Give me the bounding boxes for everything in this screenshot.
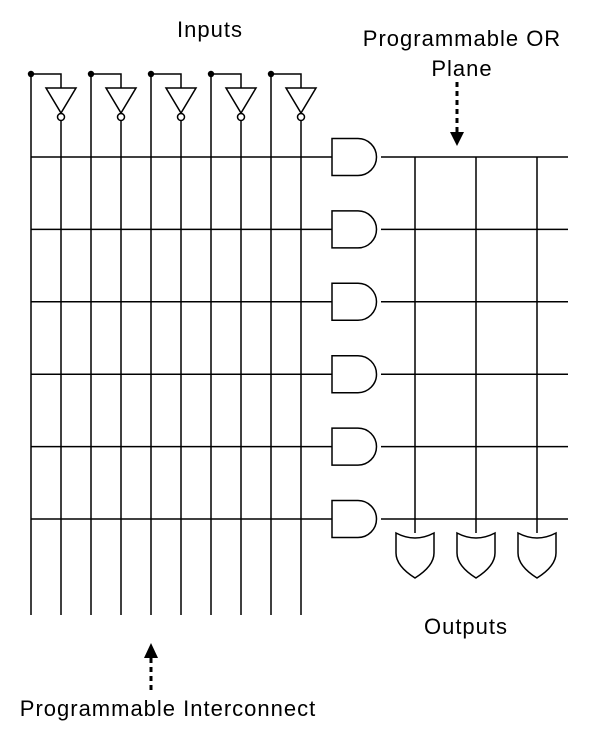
or-plane-label-line1: Programmable OR: [363, 26, 561, 51]
interconnect-wires: [30, 74, 568, 615]
interconnect-arrow: [144, 643, 158, 690]
inverter-bubble-4: [236, 112, 246, 122]
or-gate-1: [395, 531, 435, 579]
inverter-4: [224, 87, 258, 115]
outputs-label: Outputs: [424, 614, 508, 639]
inverter-3: [164, 87, 198, 115]
inverter-1: [44, 87, 78, 115]
or-plane-arrow: [450, 82, 464, 146]
inverter-bubble-5: [296, 112, 306, 122]
and-gate-3: [331, 282, 378, 322]
and-gate-1: [331, 137, 378, 177]
inverter-branch-1: [31, 73, 62, 88]
and-gate-4: [331, 354, 378, 394]
inverter-bubble-1: [56, 112, 66, 122]
inverter-branch-5: [271, 73, 302, 88]
inverter-branch-3: [151, 73, 182, 88]
inverter-bubble-3: [176, 112, 186, 122]
inverter-branch-2: [91, 73, 122, 88]
and-gate-6: [331, 499, 378, 539]
or-gates: [395, 531, 557, 579]
or-plane-label-line2: Plane: [431, 56, 492, 81]
inverter-bubble-2: [116, 112, 126, 122]
or-gate-3: [517, 531, 557, 579]
or-gate-2: [456, 531, 496, 579]
inverter-branch-4: [211, 73, 242, 88]
and-gate-5: [331, 427, 378, 466]
interconnect-label: Programmable Interconnect: [20, 696, 316, 721]
inverter-2: [104, 87, 138, 115]
inverter-5: [284, 87, 318, 115]
and-gate-2: [331, 210, 378, 249]
inputs-label: Inputs: [177, 17, 243, 42]
and-gates: [331, 137, 378, 539]
input-inverters: [27, 70, 318, 122]
